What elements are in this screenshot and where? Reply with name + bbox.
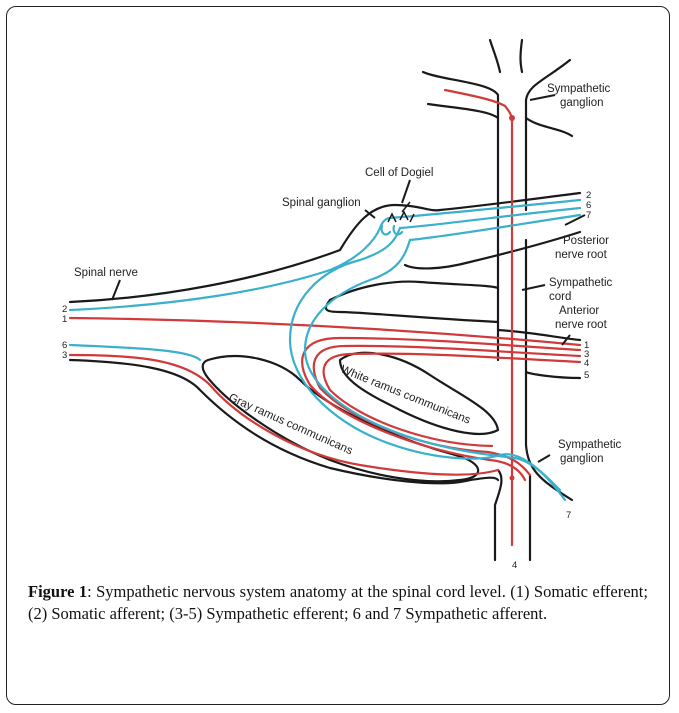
label-sympathetic-cord-1: Sympathetic [549, 277, 613, 289]
sympathetic-trunk-left-outline [423, 72, 498, 360]
num-bottom-right-7: 7 [566, 510, 571, 521]
label-spinal-ganglion: Spinal ganglion [282, 197, 361, 209]
caption-label: Figure 1 [28, 582, 87, 601]
anterior-root-lower-outline [526, 372, 580, 378]
num-left-1: 1 [62, 314, 67, 325]
fiber-1-somatic-efferent [70, 318, 580, 345]
label-cell-of-dogiel: Cell of Dogiel [365, 167, 433, 179]
spinal-cord-diagram: Sympathetic ganglion Cell of Dogiel Spin… [0, 0, 679, 575]
root-gap-lower [326, 300, 498, 322]
label-sympathetic-ganglion-bottom-2: ganglion [560, 453, 603, 465]
caption-text: : Sympathetic nervous system anatomy at … [28, 582, 648, 623]
label-spinal-nerve: Spinal nerve [74, 267, 138, 279]
upper-ganglion-branch-outline [428, 104, 498, 118]
label-sympathetic-ganglion-top-1: Sympathetic [547, 83, 611, 95]
root-gap-outline [330, 282, 498, 300]
fiber-2-somatic-afferent [70, 218, 390, 310]
label-sympathetic-ganglion-bottom-1: Sympathetic [558, 439, 622, 451]
label-anterior-nerve-root-2: nerve root [555, 319, 608, 331]
num-left-3: 3 [62, 350, 67, 361]
label-posterior-nerve-root-2: nerve root [555, 249, 608, 261]
num-right-5: 5 [584, 370, 589, 381]
leader-lines [112, 95, 585, 462]
spinal-ganglion-dogiel-link-a [382, 226, 390, 234]
figure-caption: Figure 1: Sympathetic nervous system ana… [28, 581, 648, 625]
fiber-upper-ganglion [445, 90, 512, 120]
upper-ganglion-top-right [521, 40, 523, 72]
upper-ganglion-lower-branch [526, 118, 572, 136]
upper-ganglion-top-left [490, 40, 500, 72]
posterior-afferent-7 [410, 215, 580, 240]
lower-ganglion-outline-left [495, 470, 501, 560]
num-right-7: 7 [586, 210, 591, 221]
num-bottom-4: 4 [512, 560, 517, 571]
label-sympathetic-cord-2: cord [549, 291, 571, 303]
spinal-nerve-upper-outline [70, 193, 580, 302]
label-posterior-nerve-root-1: Posterior [563, 235, 609, 247]
posterior-afferent-2 [390, 200, 580, 218]
num-right-4: 4 [584, 358, 589, 369]
label-sympathetic-ganglion-top-2: ganglion [560, 97, 603, 109]
posterior-afferent-6 [400, 208, 580, 228]
label-anterior-nerve-root-1: Anterior [559, 305, 599, 317]
